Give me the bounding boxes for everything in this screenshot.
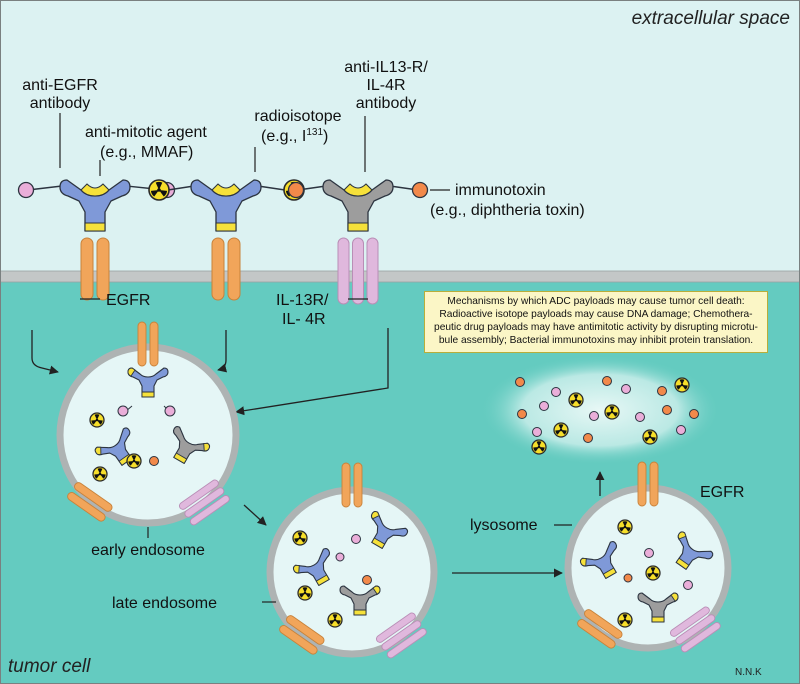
early-endosome-label: early endosome [91,542,205,559]
il13r-label-line2: IL- 4R [282,311,326,328]
antimitotic-label-line1: anti-mitotic agent [85,124,207,141]
extracellular-space-label: extracellular space [632,8,790,29]
antimitotic-label-line2: (e.g., MMAF) [100,144,193,161]
released-payload-cloud [480,355,720,465]
anti-egfr-label-line1: anti-EGFR [22,77,98,94]
extracellular-space-region [0,0,800,278]
mmaf-payload [17,181,35,199]
tumor-cell-label: tumor cell [8,656,91,677]
mechanisms-note-box: Mechanisms by which ADC payloads may cau… [424,291,768,353]
lysosome-egfr-label: EGFR [700,484,744,501]
mechanisms-title: Mechanisms by which ADC payloads may cau… [447,296,745,307]
immunotoxin-label-line2: (e.g., diphtheria toxin) [430,202,585,219]
anti-il13r-label-line1: anti-IL13-R/ [344,59,428,76]
author-signature: N.N.K [735,667,762,678]
radioisotope-label-line2: (e.g., I131) [261,127,328,145]
mechanisms-body: Radioactive isotope payloads may cause D… [434,309,758,346]
late-endosome [266,462,438,660]
egfr-label: EGFR [106,292,150,309]
early-endosome [56,321,240,527]
diphtheria-toxin-payload [411,181,429,199]
radioisotope-payload [148,179,170,201]
il13r-receptor [337,237,379,305]
anti-egfr-label-line2: antibody [30,95,91,112]
diphtheria-toxin-payload [287,181,305,199]
immunotoxin-label-line1: immunotoxin [455,182,546,199]
radioisotope-label-line1: radioisotope [254,108,341,125]
cell-membrane [0,270,800,283]
anti-il13r-label-line2: IL-4R [366,77,405,94]
late-endosome-label: late endosome [112,595,217,612]
il13r-label-line1: IL-13R/ [276,292,329,309]
lysosome [564,461,732,654]
anti-il13r-label-line3: antibody [356,95,417,112]
lysosome-label: lysosome [470,517,538,534]
